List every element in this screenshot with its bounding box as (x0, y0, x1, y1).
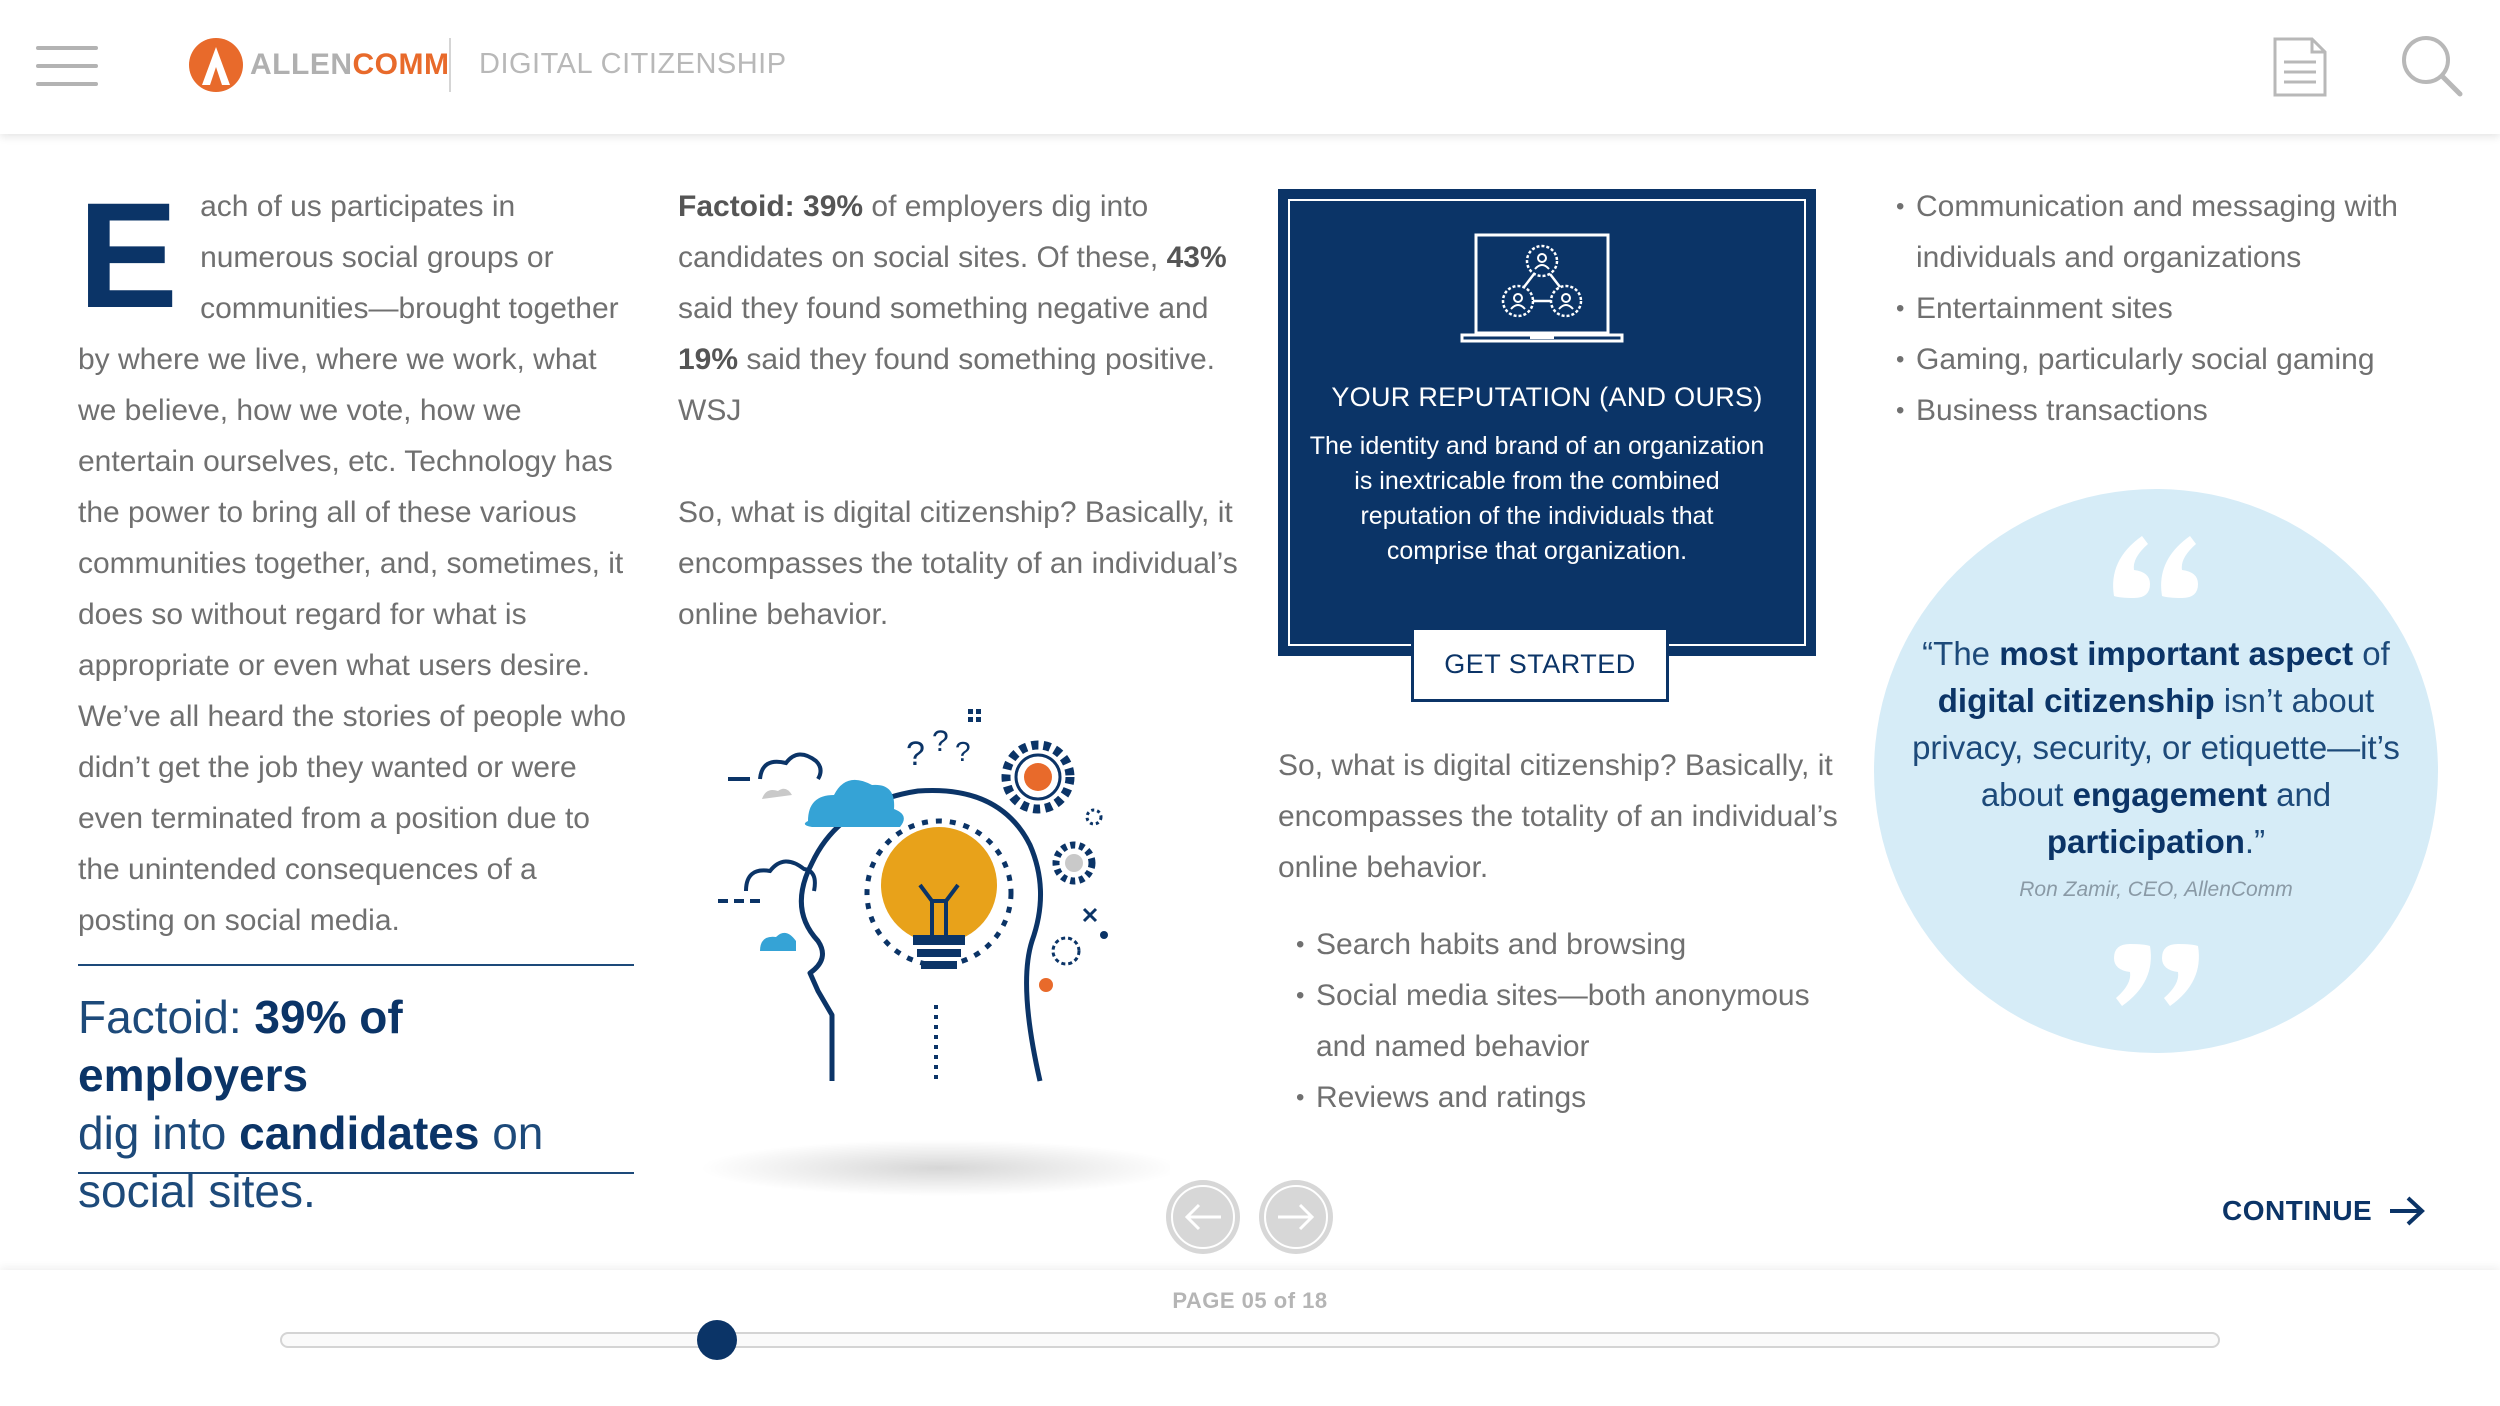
arrow-left-icon (1184, 1203, 1221, 1231)
allencomm-logo[interactable]: ALLENCOMM (188, 36, 449, 94)
list-item: Reviews and ratings (1278, 1072, 1838, 1123)
online-behavior-list-2: Communication and messaging with individ… (1876, 181, 2436, 436)
digital-citizenship-paragraph-2: So, what is digital citizenship? Basical… (1278, 749, 1838, 884)
hamburger-menu-icon[interactable] (36, 42, 98, 90)
header-divider (449, 38, 451, 92)
card-body: The identity and brand of an organizatio… (1309, 432, 1765, 565)
online-behavior-list: Search habits and browsing Social media … (1278, 919, 1838, 1123)
list-item: Gaming, particularly social gaming (1876, 334, 2436, 385)
svg-text:?: ? (932, 725, 949, 758)
continue-label: CONTINUE (2222, 1195, 2373, 1226)
list-item: Social media sites—both anonymous and na… (1278, 970, 1838, 1072)
svg-text:?: ? (906, 735, 925, 773)
document-icon[interactable] (2272, 36, 2328, 103)
factoid-column: Factoid: 39% of employers dig into candi… (678, 181, 1238, 640)
page-indicator: PAGE 05 of 18 (1172, 1288, 1328, 1313)
reputation-card: YOUR REPUTATION (AND OURS) The identity … (1278, 189, 1816, 656)
lightbulb-head-illustration: ? ? ? (700, 709, 1170, 1196)
list-item: Entertainment sites (1876, 283, 2436, 334)
progress-slider-track[interactable] (280, 1332, 2220, 1348)
laptop-network-icon (1460, 231, 1624, 352)
progress-slider-thumb[interactable] (696, 1320, 737, 1360)
arrow-right-icon (1278, 1203, 1315, 1231)
column-4: Communication and messaging with individ… (1876, 181, 2436, 436)
quote-text: “The most important aspect of digital ci… (1912, 635, 2400, 860)
card-title: YOUR REPUTATION (AND OURS) (1331, 382, 1763, 412)
factoid-paragraph: Factoid: 39% of employers dig into candi… (678, 190, 1227, 427)
next-page-button[interactable] (1259, 1180, 1333, 1254)
top-header: ALLENCOMM DIGITAL CITIZENSHIP (0, 0, 2500, 134)
list-item: Search habits and browsing (1278, 919, 1838, 970)
factoid-callout: Factoid: 39% of employers dig into candi… (78, 964, 634, 1217)
previous-page-button[interactable] (1166, 1180, 1240, 1254)
close-quote-icon (2108, 942, 2204, 1017)
search-icon[interactable] (2400, 34, 2464, 103)
quote-author: Ron Zamir, CEO, AllenComm (2019, 878, 2293, 901)
svg-text:?: ? (955, 736, 971, 767)
column-3: So, what is digital citizenship? Basical… (1278, 740, 1838, 1123)
get-started-button[interactable]: GET STARTED (1411, 627, 1669, 702)
logo-wordmark: ALLENCOMM (250, 48, 450, 81)
arrow-right-icon (2390, 1196, 2426, 1226)
list-item: Communication and messaging with individ… (1876, 181, 2436, 283)
list-item: Business transactions (1876, 385, 2436, 436)
open-quote-icon (2108, 530, 2204, 605)
digital-citizenship-paragraph: So, what is digital citizenship? Basical… (678, 496, 1238, 631)
intro-paragraph: ach of us participates in numerous socia… (78, 190, 627, 937)
quote-circle (1874, 489, 2438, 1053)
course-title: DIGITAL CITIZENSHIP (479, 48, 787, 80)
factoid-callout-text: Factoid: 39% of employers dig into candi… (78, 991, 544, 1217)
continue-button[interactable]: CONTINUE (2222, 1190, 2426, 1232)
drop-cap: E (78, 171, 179, 339)
intro-column: E ach of us participates in numerous soc… (78, 171, 638, 946)
allencomm-logo-mark-icon (189, 38, 243, 92)
